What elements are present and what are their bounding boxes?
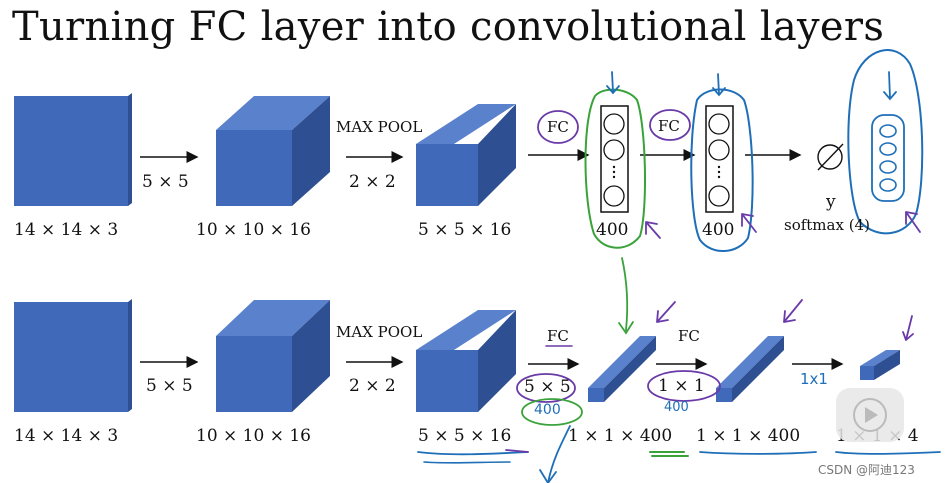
- row2-dim-fc1: 1 × 1 × 400: [568, 426, 673, 446]
- row2-dim-input: 14 × 14 × 3: [14, 426, 119, 446]
- row1-input-square: [14, 93, 132, 206]
- row1-dim-input: 14 × 14 × 3: [14, 220, 119, 240]
- row2-fc1-label: FC: [547, 327, 569, 345]
- row2-input-square: [14, 299, 132, 412]
- row1-output-y: y: [826, 192, 836, 212]
- row1-arrow2-label: 2 × 2: [349, 172, 396, 192]
- row2-maxpool-label: MAX POOL: [336, 323, 423, 341]
- watermark: CSDN @阿迪123: [818, 463, 915, 477]
- row1-maxpool-label: MAX POOL: [336, 118, 423, 136]
- row2-annotations: [417, 299, 941, 483]
- row1-fc1-units: 400: [596, 220, 629, 240]
- row1-cube-5x5x16: [416, 104, 516, 206]
- row1-arrow1-label: 5 × 5: [142, 172, 189, 192]
- row2-handwritten-400a: 400: [534, 402, 561, 418]
- row1-output-node: [817, 143, 844, 171]
- row1-softmax-label: softmax (4): [784, 216, 870, 234]
- row2-prism-1x1x400-b: [716, 336, 784, 402]
- row1-fc1-label: FC: [547, 118, 569, 136]
- row2-conv1-label: 5 × 5: [524, 377, 571, 397]
- row2-arrow2-label: 2 × 2: [349, 376, 396, 396]
- row2-prism-1x1x4: [860, 350, 900, 380]
- row1-annotations: [537, 49, 924, 335]
- row2-dim-conv: 10 × 10 × 16: [196, 426, 311, 446]
- row1-dim-conv: 10 × 10 × 16: [196, 220, 311, 240]
- row2-cube-5x5x16: [416, 310, 516, 412]
- play-icon: [853, 398, 887, 432]
- row1-fc2-label: FC: [658, 117, 680, 135]
- row1-cube-10x10x16: [216, 96, 330, 206]
- row1-fc2-units: 400: [702, 220, 735, 240]
- row2-prism-1x1x400-a: [588, 336, 656, 402]
- slide-title: Turning FC layer into convolutional laye…: [12, 4, 885, 50]
- video-play-overlay[interactable]: [836, 388, 904, 442]
- row2-cube-10x10x16: [216, 300, 330, 412]
- row2-conv2-label: 1 × 1: [658, 376, 705, 396]
- row1-dim-pool: 5 × 5 × 16: [418, 220, 512, 240]
- row2-handwritten-400b: 400: [664, 400, 689, 415]
- row2-arrow1-label: 5 × 5: [146, 376, 193, 396]
- row2-handwritten-1x1: 1x1: [800, 370, 828, 388]
- row1-fc1-column: [600, 105, 629, 213]
- row2-dim-pool: 5 × 5 × 16: [418, 426, 512, 446]
- row2-fc2-label: FC: [678, 327, 700, 345]
- row2-dim-fc2: 1 × 1 × 400: [696, 426, 801, 446]
- row1-fc2-column: [705, 105, 734, 213]
